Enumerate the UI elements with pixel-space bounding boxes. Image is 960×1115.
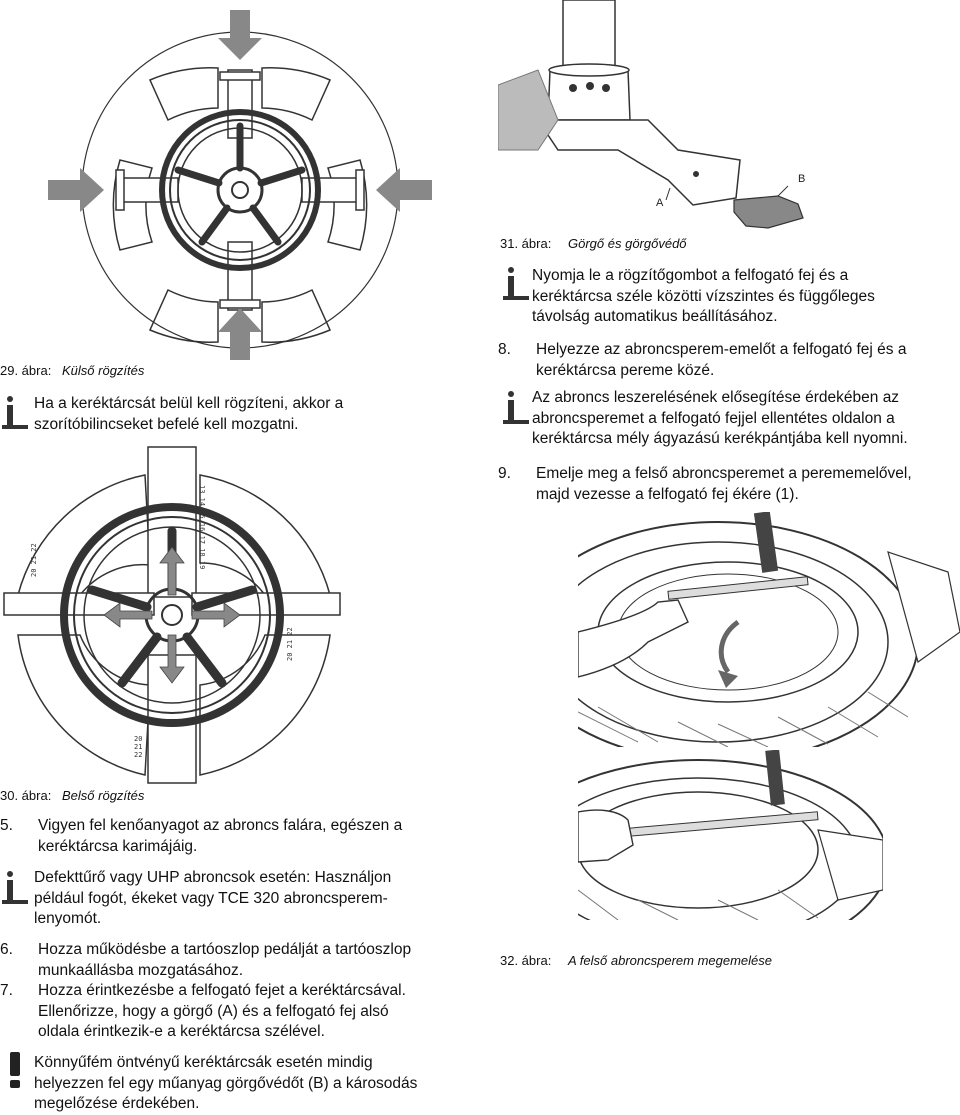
step-line: Hozza működésbe a tartóoszlop pedálját a… [38, 941, 412, 958]
figure-32-top-illustration [578, 512, 960, 747]
step-5: 5. Vigyen fel kenőanyagot az abroncs fal… [0, 816, 470, 858]
step-7: 7. Hozza érintkezésbe a felfogató fejet … [0, 981, 470, 1043]
step-line: Emelje meg a felső abroncsperemet a pere… [536, 465, 912, 482]
figure-31-roller-and-guard: A B [498, 0, 805, 229]
note-line: Az abroncs leszerelésének elősegítése ér… [532, 389, 900, 406]
note-line: lenyomót. [34, 910, 102, 927]
step-line: keréktárcsa karimájáig. [38, 837, 198, 855]
note-line: távolság automatikus beállításához. [532, 308, 778, 325]
step-number: 8. [498, 341, 511, 358]
note-line: keréktárcsa mély ágyazású kerékpántjába … [532, 430, 908, 447]
note-line: megelőzése érdekében. [34, 1095, 200, 1112]
figure-number: 31. ábra: [500, 236, 552, 251]
label-a: A [656, 197, 664, 209]
figure-title: Külső rögzítés [62, 363, 145, 378]
label-b: B [798, 173, 805, 185]
scale-label-bottom-2: 21 [134, 743, 142, 751]
step-number: 5. [0, 817, 13, 834]
scale-label-bottom-3: 22 [134, 751, 142, 759]
note-line: Defekttűrő vagy UHP abroncsok esetén: Ha… [34, 869, 392, 886]
exclamation-icon [10, 1052, 20, 1088]
step-number: 7. [0, 982, 13, 999]
scale-label-left: 20 21 22 [30, 543, 38, 577]
figure-number: 29. ábra: [0, 363, 52, 378]
figure-29-caption: 29. ábra: Külső rögzítés [0, 363, 144, 378]
figure-32-bottom-illustration [578, 750, 883, 920]
note-lever: Az abroncs leszerelésének elősegítése ér… [532, 388, 908, 450]
step-line: Vigyen fel kenőanyagot az abroncs falára… [38, 817, 403, 834]
scale-label-top: 13 14 15 16 17 18 19 [198, 485, 206, 569]
figure-number: 30. ábra: [0, 788, 52, 803]
step-line: oldala érintkezik-e a keréktárcsa szélév… [38, 1023, 325, 1040]
step-line: Ellenőrizze, hogy a görgő (A) és a felfo… [38, 1002, 389, 1020]
figure-30-internal-clamping: 13 14 15 16 17 18 19 20 21 22 20 21 22 2… [3, 446, 341, 784]
note-line: Nyomja le a rögzítőgombot a felfogató fe… [532, 267, 849, 284]
scale-label-bottom-1: 20 [134, 735, 142, 743]
figure-31-caption: 31. ábra: Görgő és görgővédő [500, 236, 687, 251]
step-line: majd vezesse a felfogató fej ékére (1). [536, 485, 799, 503]
note-warning: Könnyűfém öntvényű keréktárcsák esetén m… [34, 1053, 417, 1115]
step-line: Helyezze az abroncsperem-emelőt a felfog… [536, 341, 907, 358]
step-line: Hozza érintkezésbe a felfogató fejet a k… [38, 982, 406, 999]
note-inner-clamp: Ha a keréktárcsát belül kell rögzíteni, … [34, 394, 343, 435]
step-6: 6. Hozza működésbe a tartóoszlop pedáljá… [0, 940, 470, 982]
note-lock-button: Nyomja le a rögzítőgombot a felfogató fe… [532, 266, 875, 328]
step-8: 8. Helyezze az abroncsperem-emelőt a fel… [498, 340, 960, 382]
note-line: Ha a keréktárcsát belül kell rögzíteni, … [34, 395, 344, 412]
figure-30-caption: 30. ábra: Belső rögzítés [0, 788, 144, 803]
figure-number: 32. ábra: [500, 953, 552, 968]
figure-29-external-clamping [48, 10, 432, 360]
info-icon [503, 391, 529, 424]
note-line: szorítóbilincseket befelé kell mozgatni. [34, 415, 299, 433]
step-number: 6. [0, 941, 13, 958]
scale-label-right: 20 21 22 [286, 627, 294, 661]
figure-title: A felső abroncsperem megemelése [568, 953, 773, 968]
step-line: munkaállásba mozgatásához. [38, 961, 244, 979]
note-runflat: Defekttűrő vagy UHP abroncsok esetén: Ha… [34, 868, 391, 930]
info-icon [503, 267, 529, 300]
step-number: 9. [498, 465, 511, 482]
note-line: például fogót, ékeket vagy TCE 320 abron… [34, 889, 388, 907]
note-line: keréktárcsa széle közötti vízszintes és … [532, 287, 875, 305]
note-line: helyezzen fel egy műanyag görgővédőt (B)… [34, 1074, 418, 1092]
figure-32-caption: 32. ábra: A felső abroncsperem megemelése [500, 953, 772, 968]
step-9: 9. Emelje meg a felső abroncsperemet a p… [498, 464, 960, 506]
note-line: abroncsperemet a felfogató fejjel ellent… [532, 409, 895, 427]
info-icon [2, 396, 28, 429]
info-icon [2, 871, 28, 904]
figure-title: Görgő és görgővédő [568, 236, 687, 251]
note-line: Könnyűfém öntvényű keréktárcsák esetén m… [34, 1054, 373, 1071]
step-line: keréktárcsa pereme közé. [536, 361, 715, 379]
figure-title: Belső rögzítés [62, 788, 145, 803]
